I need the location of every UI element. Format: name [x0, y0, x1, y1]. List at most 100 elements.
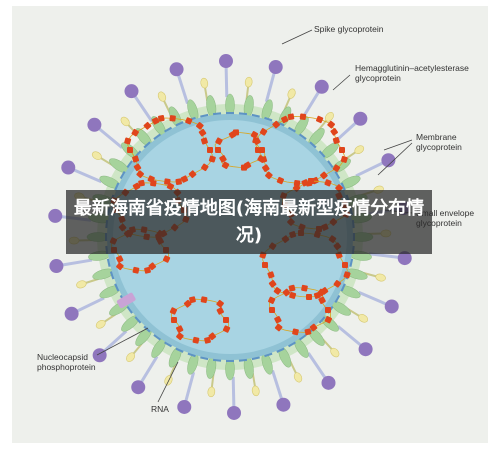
label-rna: RNA: [151, 404, 169, 414]
nucleocapsid-bead: [259, 128, 268, 136]
nucleocapsid-bead: [307, 177, 315, 185]
nucleocapsid-bead: [288, 284, 296, 292]
spike-head: [384, 299, 399, 314]
nucleocapsid-bead: [150, 179, 157, 187]
nucleocapsid-bead: [265, 171, 273, 180]
nucleocapsid-bead: [253, 137, 261, 145]
nucleocapsid-bead: [200, 296, 208, 304]
spike-head: [358, 342, 373, 357]
nucleocapsid-bead: [132, 182, 141, 191]
nucleocapsid-bead: [261, 261, 269, 269]
nucleocapsid-bead: [273, 287, 282, 295]
nucleocapsid-bead: [133, 163, 142, 172]
spike-stalk: [176, 74, 189, 105]
spike-stalk: [368, 252, 399, 259]
nucleocapsid-bead: [320, 171, 328, 180]
nucleocapsid-bead: [180, 175, 189, 183]
spike-head: [61, 160, 76, 175]
nucleocapsid-bead: [208, 155, 216, 163]
label-membrane-glycoprotein: Membrane glycoprotein: [416, 132, 462, 152]
nucleocapsid-bead: [216, 299, 224, 308]
hemagglutinin-head: [354, 145, 365, 155]
hemagglutinin-head: [120, 116, 130, 127]
nucleocapsid-bead: [259, 147, 265, 153]
spike-head: [227, 405, 242, 420]
nucleocapsid-bead: [175, 178, 182, 185]
nucleocapsid-bead: [333, 280, 342, 288]
spike-head: [131, 380, 146, 395]
nucleocapsid-bead: [325, 307, 331, 313]
spike-stalk: [73, 168, 102, 184]
nucleocapsid-bead: [309, 323, 318, 332]
nucleocapsid-bead: [267, 296, 276, 304]
nucleocapsid-bead: [143, 121, 152, 130]
nucleocapsid-bead: [301, 284, 308, 292]
hemagglutinin-head: [287, 88, 296, 99]
nucleocapsid-bead: [221, 161, 230, 169]
nucleocapsid-bead: [332, 164, 341, 172]
nucleocapsid-bead: [131, 128, 139, 137]
nucleocapsid-bead: [148, 262, 157, 271]
spike-head: [314, 79, 329, 94]
nucleocapsid-bead: [292, 328, 299, 336]
nucleocapsid-bead: [132, 266, 140, 274]
spike-head: [397, 251, 412, 266]
hemagglutinin-head: [358, 314, 369, 323]
nucleocapsid-bead: [192, 336, 200, 344]
nucleocapsid-bead: [216, 307, 224, 315]
nucleocapsid-bead: [257, 155, 265, 163]
spike-stalk: [184, 371, 196, 402]
leader-nucleocapsid: [96, 327, 149, 356]
nucleocapsid-bead: [126, 146, 134, 154]
nucleocapsid-bead: [132, 155, 140, 163]
nucleocapsid-bead: [222, 325, 231, 333]
nucleocapsid-bead: [170, 316, 178, 324]
nucleocapsid-bead: [196, 122, 204, 130]
small-envelope-protein: [116, 292, 136, 309]
spike-head: [64, 306, 79, 321]
nucleocapsid-bead: [305, 293, 313, 301]
nucleocapsid-bead: [250, 131, 259, 139]
nucleocapsid-bead: [267, 271, 275, 279]
nucleocapsid-bead: [289, 291, 297, 299]
hemagglutinin-head: [330, 347, 340, 358]
spike-head: [276, 397, 291, 412]
label-nucleocapsid-phosphoprotein: Nucleocapsid phosphoprotein: [37, 352, 96, 372]
spike-stalk: [62, 258, 93, 267]
nucleocapsid-bead: [176, 332, 184, 341]
nucleocapsid-bead: [327, 120, 335, 129]
nucleocapsid-bead: [324, 179, 332, 187]
nucleocapsid-bead: [138, 179, 145, 187]
nucleocapsid-bead: [116, 255, 124, 263]
spike-head: [381, 153, 396, 168]
hemagglutinin-head: [91, 151, 102, 160]
nucleocapsid-bead: [200, 137, 208, 145]
nucleocapsid-bead: [268, 280, 277, 288]
nucleocapsid-bead: [332, 137, 340, 145]
nucleocapsid-bead: [299, 113, 307, 120]
hemagglutinin-head: [76, 280, 87, 289]
nucleocapsid-bead: [335, 184, 343, 192]
nucleocapsid-bead: [169, 115, 176, 122]
nucleocapsid-bead: [293, 180, 301, 187]
nucleocapsid-bead: [204, 336, 211, 344]
spike-stalk: [231, 376, 236, 407]
nucleocapsid-bead: [262, 164, 270, 172]
nucleocapsid-bead: [116, 262, 124, 271]
hemagglutinin-head: [207, 386, 216, 398]
nucleocapsid-bead: [342, 262, 348, 268]
nucleocapsid-bead: [151, 117, 160, 125]
nucleocapsid-bead: [315, 115, 324, 124]
nucleocapsid-bead: [188, 170, 197, 179]
hemagglutinin-head: [375, 273, 386, 282]
spike-stalk: [336, 325, 362, 347]
spike-head: [87, 117, 102, 132]
spike-stalk: [358, 290, 387, 306]
nucleocapsid-bead: [343, 271, 351, 279]
nucleocapsid-bead: [183, 299, 192, 308]
nucleocapsid-bead: [124, 137, 132, 145]
nucleocapsid-bead: [176, 325, 184, 333]
nucleocapsid-bead: [169, 307, 178, 315]
leader-membrane-2: [377, 142, 413, 176]
leader-spike: [281, 29, 313, 45]
